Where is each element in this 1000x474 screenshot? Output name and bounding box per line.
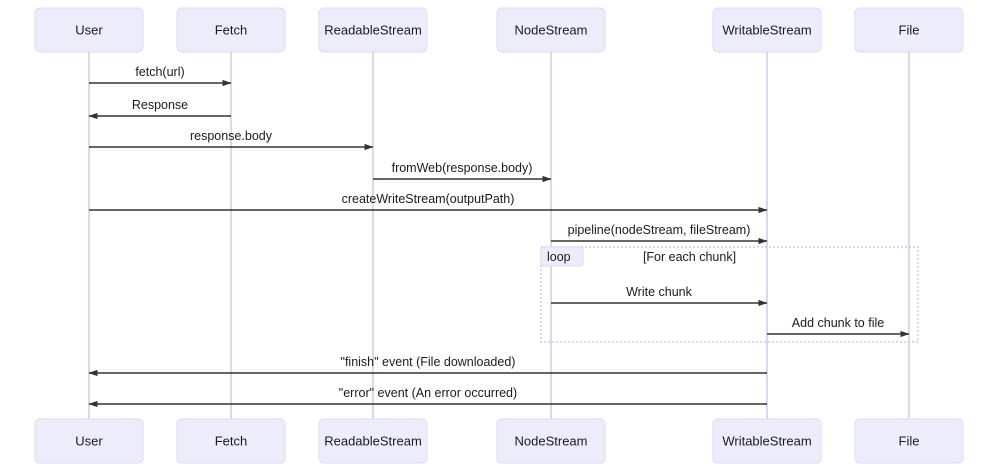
actor-label-file-top: File (899, 22, 920, 37)
message-label: createWriteStream(outputPath) (342, 192, 515, 206)
messages-group: fetch(url) Response response.body fromWeb(r… (88, 65, 910, 408)
actor-boxes-top: User Fetch ReadableStream NodeStream Writabl… (34, 7, 964, 53)
actor-box-readablestream-top[interactable] (318, 7, 428, 53)
actor-box-user-top[interactable] (34, 7, 144, 53)
message-5: createWriteStream(outputPath) (89, 192, 768, 214)
actor-box-writablestream-bottom[interactable] (712, 418, 822, 464)
message-1: fetch(url) (89, 65, 232, 87)
actor-box-writablestream-top[interactable] (712, 7, 822, 53)
message-label: pipeline(nodeStream, fileStream) (568, 223, 751, 237)
message-label: "finish" event (File downloaded) (341, 355, 516, 369)
actor-label-user-bottom: User (75, 433, 103, 448)
message-2: Response (88, 98, 231, 120)
message-label: "error" event (An error occurred) (339, 386, 517, 400)
message-10: "error" event (An error occurred) (88, 386, 767, 408)
actor-box-nodestream-top[interactable] (496, 7, 606, 53)
message-label: fetch(url) (135, 65, 184, 79)
loop-tag-background (540, 246, 584, 267)
message-4: fromWeb(response.body) (373, 161, 552, 183)
actor-box-fetch-top[interactable] (176, 7, 286, 53)
message-label: fromWeb(response.body) (392, 161, 533, 175)
message-label: Add chunk to file (792, 316, 884, 330)
actor-label-fetch-bottom: Fetch (215, 433, 248, 448)
actor-label-readablestream-top: ReadableStream (324, 22, 422, 37)
actor-box-nodestream-bottom[interactable] (496, 418, 606, 464)
actor-label-nodestream-bottom: NodeStream (515, 433, 588, 448)
actor-label-fetch-top: Fetch (215, 22, 248, 37)
message-7: Write chunk (551, 285, 768, 307)
actor-label-nodestream-top: NodeStream (515, 22, 588, 37)
message-9: "finish" event (File downloaded) (88, 355, 767, 377)
message-3: response.body (89, 129, 374, 151)
loop-condition-label: [For each chunk] (643, 250, 736, 264)
message-label: Write chunk (626, 285, 693, 299)
actor-box-user-bottom[interactable] (34, 418, 144, 464)
loop-fragment: loop [For each chunk] (540, 246, 919, 343)
actor-label-writablestream-top: WritableStream (722, 22, 811, 37)
lifelines-group (88, 52, 910, 419)
loop-fragment-border (540, 246, 919, 343)
actor-boxes-bottom: User Fetch ReadableStream NodeStream Writabl… (34, 418, 964, 464)
actor-box-fetch-bottom[interactable] (176, 418, 286, 464)
actor-label-file-bottom: File (899, 433, 920, 448)
actor-label-user-top: User (75, 22, 103, 37)
actor-label-readablestream-bottom: ReadableStream (324, 433, 422, 448)
actor-box-readablestream-bottom[interactable] (318, 418, 428, 464)
message-6: pipeline(nodeStream, fileStream) (551, 223, 768, 245)
actor-box-file-bottom[interactable] (854, 418, 964, 464)
actor-label-writablestream-bottom: WritableStream (722, 433, 811, 448)
message-8: Add chunk to file (767, 316, 910, 338)
loop-tag-label: loop (547, 250, 571, 264)
message-label: response.body (190, 129, 273, 143)
actor-box-file-top[interactable] (854, 7, 964, 53)
message-label: Response (132, 98, 188, 112)
